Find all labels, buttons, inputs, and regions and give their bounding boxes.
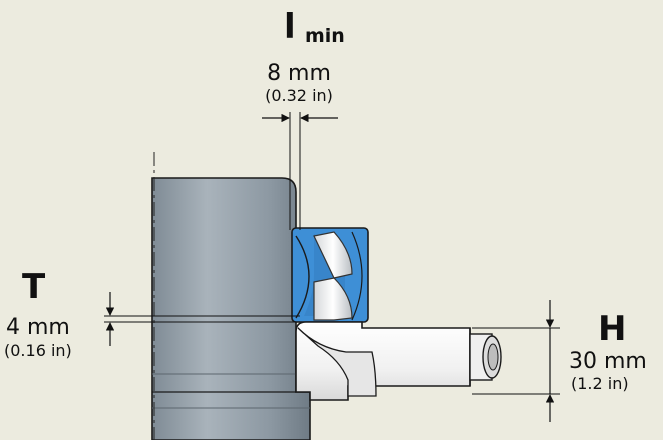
h-label: H 30 mm (1.2 in) bbox=[569, 309, 647, 393]
h-imperial: (1.2 in) bbox=[571, 374, 629, 393]
t-imperial: (0.16 in) bbox=[4, 341, 72, 360]
t-label: T 4 mm (0.16 in) bbox=[4, 267, 72, 360]
t-metric: 4 mm bbox=[6, 315, 70, 340]
lmin-imperial: (0.32 in) bbox=[265, 86, 333, 105]
lmin-metric: 8 mm bbox=[267, 61, 331, 86]
t-symbol: T bbox=[22, 267, 46, 307]
tool-body bbox=[295, 321, 502, 401]
h-dimension bbox=[472, 300, 560, 422]
lmin-subscript: min bbox=[305, 25, 345, 47]
t-dimension bbox=[104, 292, 300, 346]
lmin-symbol: l bbox=[284, 7, 296, 47]
h-symbol: H bbox=[598, 309, 626, 349]
h-metric: 30 mm bbox=[569, 349, 647, 374]
lmin-label: l min 8 mm (0.32 in) bbox=[265, 7, 345, 105]
shaft bbox=[151, 177, 311, 440]
lmin-dimension bbox=[262, 112, 338, 230]
bearing bbox=[291, 227, 369, 323]
